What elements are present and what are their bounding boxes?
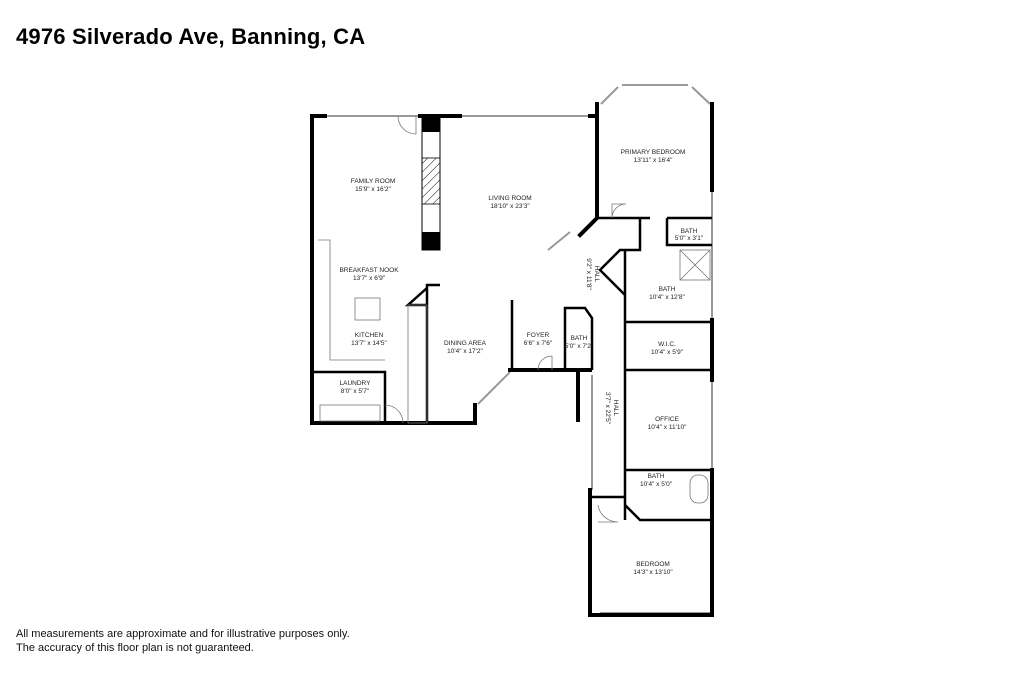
svg-text:BATH: BATH	[659, 286, 676, 293]
svg-text:HALL: HALL	[593, 266, 600, 283]
svg-text:13'7" x 6'9": 13'7" x 6'9"	[353, 275, 386, 282]
room-wic: W.I.C.10'4" x 5'9"	[651, 341, 684, 356]
svg-text:6'6" x 7'6": 6'6" x 7'6"	[524, 340, 553, 347]
svg-text:10'4" x 5'0": 10'4" x 5'0"	[640, 481, 673, 488]
svg-text:13'11" x 16'4": 13'11" x 16'4"	[634, 157, 673, 164]
svg-text:10'4" x 12'8": 10'4" x 12'8"	[649, 294, 685, 301]
svg-text:FOYER: FOYER	[527, 332, 550, 339]
svg-text:BATH: BATH	[681, 228, 698, 235]
svg-text:PRIMARY BEDROOM: PRIMARY BEDROOM	[621, 149, 686, 156]
svg-text:10'4" x 5'9": 10'4" x 5'9"	[651, 349, 684, 356]
svg-text:DINING AREA: DINING AREA	[444, 340, 487, 347]
page-title: 4976 Silverado Ave, Banning, CA	[16, 24, 366, 49]
svg-text:5'0" x 3'1": 5'0" x 3'1"	[675, 235, 704, 242]
svg-text:5'0" x 7'2": 5'0" x 7'2"	[565, 343, 594, 350]
interior-walls	[312, 115, 714, 523]
svg-text:LIVING ROOM: LIVING ROOM	[488, 195, 531, 202]
svg-text:BREAKFAST NOOK: BREAKFAST NOOK	[339, 267, 399, 274]
svg-text:10'4" x 17'2": 10'4" x 17'2"	[447, 348, 483, 355]
svg-text:8'0" x 5'7": 8'0" x 5'7"	[341, 388, 370, 395]
svg-text:9'2" x 11'8": 9'2" x 11'8"	[585, 258, 592, 290]
exterior-walls	[310, 102, 714, 617]
svg-text:W.I.C.: W.I.C.	[658, 341, 676, 348]
svg-text:BATH: BATH	[571, 335, 588, 342]
disclaimer-line-2: The accuracy of this floor plan is not g…	[16, 642, 254, 654]
svg-text:FAMILY ROOM: FAMILY ROOM	[351, 178, 396, 185]
svg-text:BEDROOM: BEDROOM	[636, 561, 670, 568]
svg-text:18'10" x 23'3": 18'10" x 23'3"	[490, 203, 530, 210]
svg-text:14'3" x 13'10": 14'3" x 13'10"	[633, 569, 673, 576]
svg-text:10'4" x 11'10": 10'4" x 11'10"	[648, 424, 687, 431]
svg-text:BATH: BATH	[648, 473, 665, 480]
disclaimer-line-1: All measurements are approximate and for…	[16, 628, 350, 640]
svg-text:LAUNDRY: LAUNDRY	[340, 380, 372, 387]
svg-text:3'7" x 22'5": 3'7" x 22'5"	[604, 392, 611, 425]
svg-text:13'7" x 14'5": 13'7" x 14'5"	[351, 340, 387, 347]
svg-text:KITCHEN: KITCHEN	[355, 332, 384, 339]
svg-text:15'9" x 16'2": 15'9" x 16'2"	[355, 186, 391, 193]
svg-text:OFFICE: OFFICE	[655, 416, 679, 423]
svg-text:HALL: HALL	[612, 400, 619, 417]
